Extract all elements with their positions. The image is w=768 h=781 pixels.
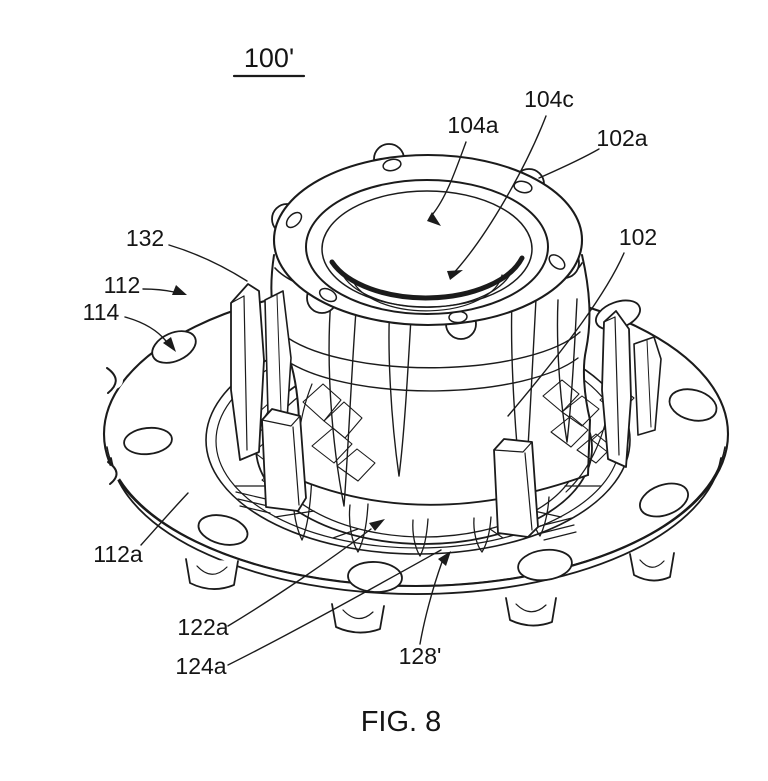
leader-lines bbox=[124, 115, 625, 666]
leader-104c bbox=[449, 115, 547, 278]
barrel-base-edge bbox=[299, 474, 589, 506]
label-122a: 122a bbox=[177, 614, 228, 640]
label-104a: 104a bbox=[447, 112, 498, 138]
leader-122a bbox=[227, 528, 372, 627]
leader-arrowheads bbox=[163, 212, 463, 566]
label-124a: 124a bbox=[175, 653, 226, 679]
label-104c: 104c bbox=[524, 86, 574, 112]
label-114: 114 bbox=[83, 299, 120, 325]
leader-102a bbox=[538, 148, 600, 179]
label-132: 132 bbox=[126, 225, 164, 251]
leader-112a bbox=[140, 492, 189, 546]
bore-seal-ring bbox=[329, 255, 525, 301]
flange-feet bbox=[185, 552, 675, 634]
label-112: 112 bbox=[104, 272, 141, 298]
label-112a: 112a bbox=[93, 541, 143, 567]
post-base-serrations bbox=[235, 491, 271, 514]
pilot-posts bbox=[230, 283, 662, 541]
leader-112 bbox=[142, 288, 175, 293]
flange-bolt-holes bbox=[123, 299, 718, 593]
reference-labels: 100' 104a 104c 102a 102 132 112 114 112a… bbox=[83, 43, 658, 738]
leader-102 bbox=[507, 252, 625, 417]
leader-128 bbox=[419, 561, 443, 645]
label-128: 128' bbox=[399, 643, 442, 669]
leader-132 bbox=[168, 244, 248, 282]
figure-reference-number: 100' bbox=[244, 43, 294, 73]
bearing-flange bbox=[271, 143, 584, 340]
label-102: 102 bbox=[619, 224, 657, 250]
bearing-flange-holes bbox=[285, 158, 566, 324]
leader-104a bbox=[431, 141, 467, 216]
post-base-serrations bbox=[539, 517, 577, 541]
hub-bore bbox=[305, 179, 549, 315]
leader-124a bbox=[227, 549, 442, 666]
leader-114 bbox=[124, 316, 167, 342]
label-102a: 102a bbox=[596, 125, 647, 151]
figure-caption: FIG. 8 bbox=[361, 706, 442, 738]
